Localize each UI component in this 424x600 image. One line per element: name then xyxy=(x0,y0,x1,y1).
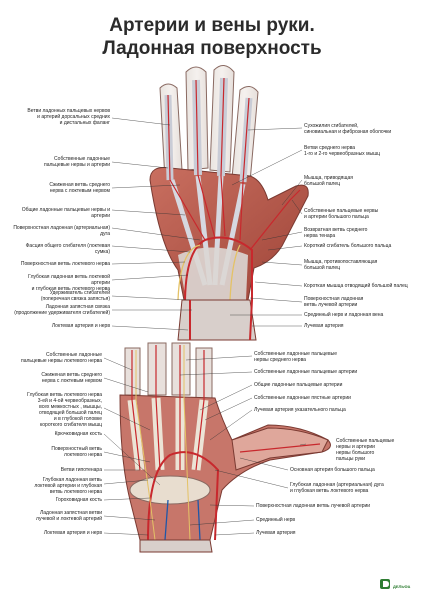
label-lower-left-9: Ладонная запястная ветви лучевой и локте… xyxy=(36,510,102,522)
label-lower-right-1: Собственные ладонные пальцевые нервы сре… xyxy=(254,351,337,363)
label-upper-right-6: Короткий сгибатель большого пальца xyxy=(304,243,392,249)
label-upper-left-1: Ветви ладонных пальцевых нервов и артери… xyxy=(27,108,110,126)
brand-logo-icon xyxy=(380,579,390,589)
label-lower-left-7: Глубокая ладонная ветвь локтевой артерии… xyxy=(34,477,102,495)
label-upper-right-10: Срединный нерв и ладонная вена xyxy=(304,312,384,318)
label-lower-left-8: Гороховидная кость xyxy=(55,497,102,503)
label-upper-left-7: Поверхностная ветвь локтевого нерва xyxy=(20,261,110,267)
label-upper-left-10: Ладонная запястная связка (продолжение у… xyxy=(14,304,110,316)
label-upper-left-5: Поверхностная ладонная (артериальная) ду… xyxy=(13,225,110,237)
label-lower-right-11: Лучевая артерия xyxy=(256,530,296,536)
title-line2: Ладонная поверхность xyxy=(102,38,322,59)
label-upper-right-7: Мышца, противопоставляющая большой палец xyxy=(304,259,378,271)
lower-hand xyxy=(119,342,331,553)
label-upper-right-4: Собственные пальцевые нервы и артерии бо… xyxy=(304,208,379,220)
label-lower-left-4: Крючковидная кость xyxy=(54,431,102,437)
title-line1: Артерии и вены руки. xyxy=(109,15,315,36)
label-lower-right-3: Общие ладонные пальцевые артерии xyxy=(254,382,343,388)
label-upper-right-9: Поверхностная ладонная ветвь лучевой арт… xyxy=(304,296,364,308)
label-upper-right-11: Лучевая артерия xyxy=(304,323,344,329)
label-lower-left-6: Ветви гипотенара xyxy=(60,467,102,473)
leader-lines xyxy=(103,117,307,536)
label-lower-left-2: Сжиженая ветвь среднего нерва с локтевым… xyxy=(41,372,102,384)
brand-name: ДЕЛЬФА xyxy=(393,584,411,589)
label-lower-right-7: Основная артерия большого пальца xyxy=(290,467,375,473)
label-upper-left-8: Глубокая ладонная ветвь локтевой артерии… xyxy=(28,274,110,292)
label-lower-right-8: Глубокая ладонная (артериальная) дуга и … xyxy=(290,482,384,494)
label-lower-left-5: Поверхностный ветвь локтевого нерва xyxy=(51,446,102,458)
label-upper-right-8: Короткая мышца отводящий большой палец xyxy=(304,283,408,289)
label-lower-left-3: Глубокая ветвь локтевого нерва 3-ей и 4-… xyxy=(27,392,102,428)
label-upper-left-9: Удерживатель сгибателей (поперечная связ… xyxy=(40,290,110,302)
label-lower-left-10: Локтевая артерия и нерв xyxy=(43,530,102,536)
label-upper-right-3: Мышца, приводящая большой палец xyxy=(304,175,353,187)
label-upper-right-5: Возвратная ветвь среднего нерва тенара xyxy=(304,227,368,239)
label-lower-left-1: Собственные ладонные пальцевые нервы лок… xyxy=(21,352,102,364)
label-upper-right-2: Ветви среднего нерва 1-го и 2-го червеоб… xyxy=(304,145,380,157)
upper-hand xyxy=(149,65,309,341)
label-upper-left-6: Фасция общего сгибателя (локтевая сумка) xyxy=(25,243,110,255)
label-upper-left-4: Общие ладонные пальцевые нервы и артерии xyxy=(21,207,110,219)
label-lower-right-4: Собственные ладонные пястные артерии xyxy=(254,395,351,401)
label-upper-left-3: Сжиженая ветвь среднего нерва с локтевым… xyxy=(49,182,110,194)
label-upper-left-11: Локтевая артерия и нерв xyxy=(51,323,110,329)
label-upper-left-2: Собственные ладонные пальцевые нервы и а… xyxy=(44,156,110,168)
label-lower-right-2: Собственные ладонные пальцевые артерии xyxy=(254,369,358,375)
label-lower-right-6: Собственные пальцевые нервы и артерии не… xyxy=(336,438,395,462)
label-upper-right-1: Сухожилия сгибателей, синовиальная и фиб… xyxy=(304,123,392,135)
label-lower-right-9: Поверхностная ладонная ветвь лучевой арт… xyxy=(256,503,371,509)
label-lower-right-5: Лучевая артерия указательного пальца xyxy=(254,407,346,413)
label-lower-right-10: Срединный нерв xyxy=(256,517,296,523)
